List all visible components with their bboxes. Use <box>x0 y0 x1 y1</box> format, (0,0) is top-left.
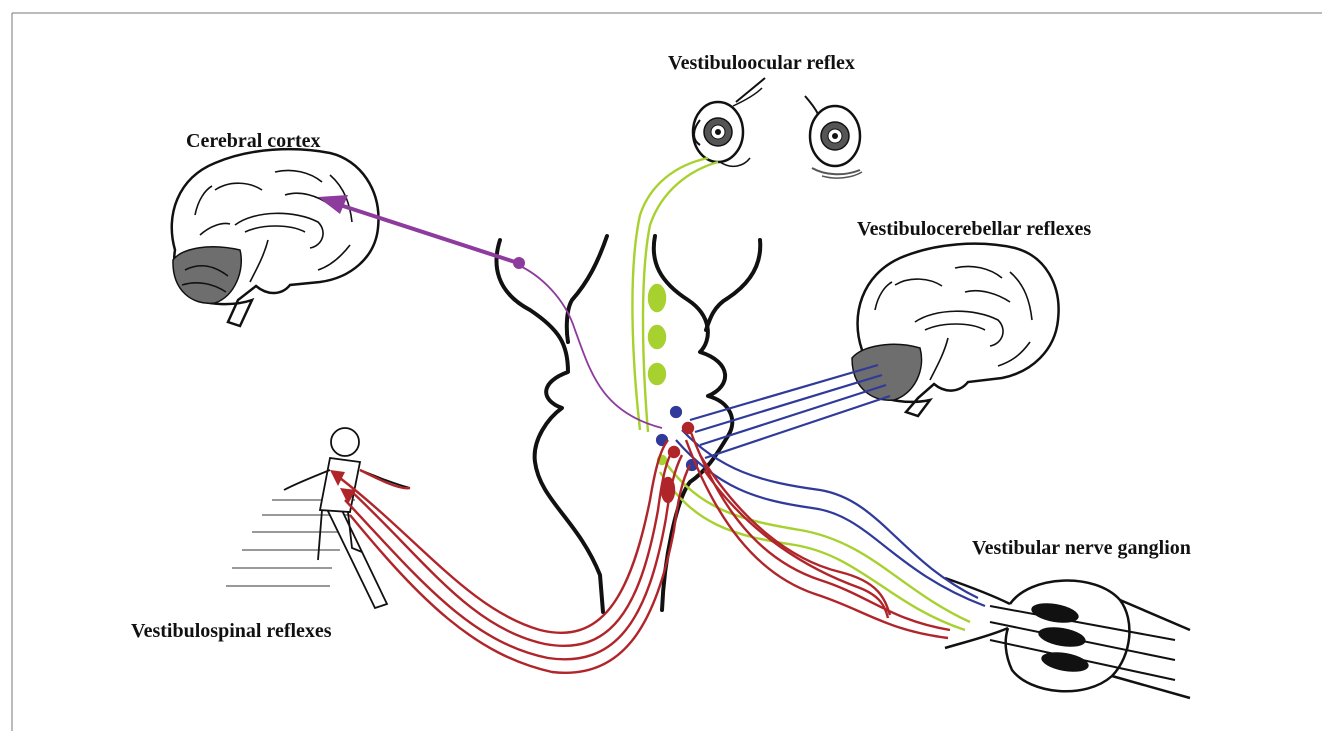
vestibular-ganglion-illustration <box>945 578 1190 698</box>
label-vestibulocerebellar-reflexes: Vestibulocerebellar reflexes <box>857 218 1091 241</box>
brain-cortex-illustration <box>172 149 379 326</box>
eye-left-icon <box>693 78 765 166</box>
label-vestibulospinal-reflexes: Vestibulospinal reflexes <box>131 620 332 643</box>
eye-right-icon <box>805 96 862 178</box>
brain-cerebellar-illustration <box>852 244 1059 416</box>
spinal-pathway <box>330 423 950 673</box>
label-cerebral-cortex: Cerebral cortex <box>186 130 321 153</box>
label-vestibular-nerve-ganglion: Vestibular nerve ganglion <box>972 537 1191 560</box>
label-vestibuloocular-reflex: Vestibuloocular reflex <box>668 52 855 75</box>
child-balance-beam-illustration <box>226 428 410 608</box>
